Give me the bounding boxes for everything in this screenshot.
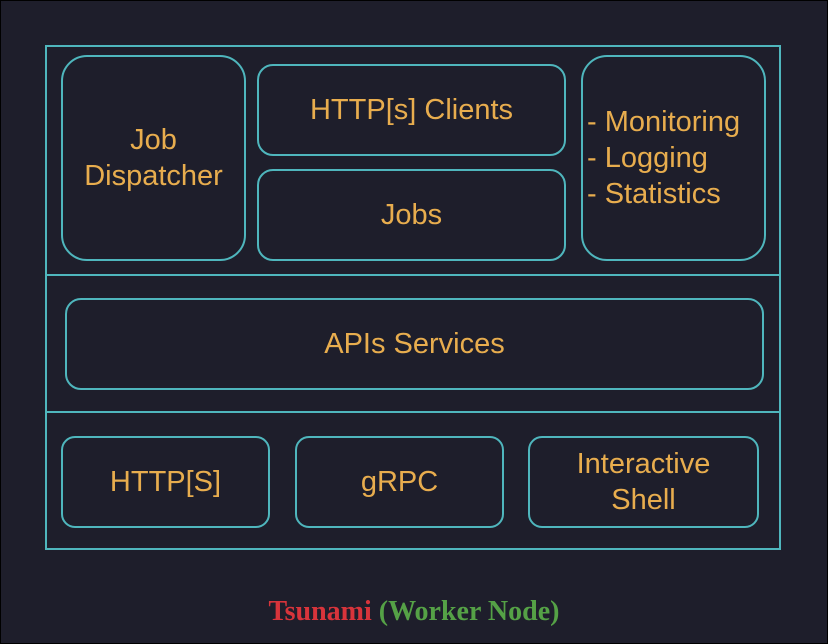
caption-role: (Worker Node) — [378, 596, 560, 627]
ops-item-logging: - Logging — [587, 142, 708, 174]
interactive-shell-label: Interactive Shell — [576, 448, 711, 516]
diagram-caption: Tsunami (Worker Node) — [0, 596, 828, 628]
http-clients-box: HTTP[s] Clients — [257, 64, 566, 156]
interactive-shell-box: Interactive Shell — [528, 436, 759, 528]
ops-list: - Monitoring - Logging - Statistics — [587, 104, 740, 212]
job-dispatcher-label: Job Dispatcher — [84, 124, 223, 192]
grpc-label: gRPC — [360, 466, 439, 498]
ops-item-statistics: - Statistics — [587, 178, 721, 210]
job-dispatcher-box: Job Dispatcher — [61, 55, 246, 261]
https-box: HTTP[S] — [61, 436, 270, 528]
http-clients-label: HTTP[s] Clients — [309, 94, 514, 126]
layer-divider-top — [45, 274, 781, 276]
jobs-box: Jobs — [257, 169, 566, 261]
https-label: HTTP[S] — [109, 466, 222, 498]
monitoring-logging-statistics-box: - Monitoring - Logging - Statistics — [581, 55, 766, 261]
apis-services-label: APIs Services — [324, 328, 505, 360]
caption-name: Tsunami — [268, 596, 372, 627]
grpc-box: gRPC — [295, 436, 504, 528]
apis-services-box: APIs Services — [65, 298, 764, 390]
layer-divider-bottom — [45, 411, 781, 413]
worker-node-container — [45, 45, 781, 550]
ops-item-monitoring: - Monitoring — [587, 106, 741, 138]
jobs-label: Jobs — [380, 199, 443, 231]
